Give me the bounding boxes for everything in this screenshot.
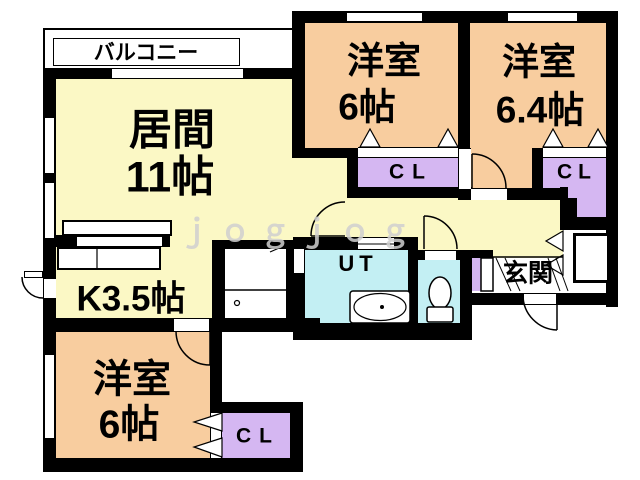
toilet-door-gap [424, 251, 457, 260]
window-living-left-2 [44, 183, 55, 238]
window-bedroom-top-center [347, 12, 422, 22]
kitchen-pass-through [77, 237, 162, 246]
wall-bedroomtop-left [292, 11, 305, 158]
washer-space [223, 247, 288, 320]
wall-bottom-outer [43, 458, 303, 472]
bedroom-bottom-left-name: 洋室 [92, 358, 172, 402]
kitchen-exterior-door-gap [44, 278, 56, 299]
wall-closet-mid-left [347, 148, 358, 198]
watermark-text: ｊｏｇｊｏｇ [180, 215, 420, 248]
living-room-name: 居間 [129, 106, 215, 155]
living-room-size: 11帖 [125, 153, 215, 202]
closet-bottom-floor [222, 413, 290, 458]
bedroom-top-right-name: 洋室 [502, 41, 576, 83]
wall-entrance-top [472, 250, 493, 258]
bedroom-top-center-name: 洋室 [347, 40, 421, 82]
bedroom-top-center-size: 6帖 [338, 86, 396, 128]
wall-closet-right-left [532, 148, 543, 188]
window-bedroom-bottom-left [44, 355, 55, 438]
entrance-side-shelf [470, 258, 481, 291]
entrance-door-gap [523, 294, 557, 304]
bedroom-top-center-floor [305, 23, 458, 148]
utility-label: UT [338, 251, 378, 276]
wall-wet-block-bottom [293, 323, 472, 340]
closet-bottom-opening [210, 413, 222, 458]
bedroom-bottom-left-size: 6帖 [98, 403, 160, 447]
washer-nook-utility-opening [294, 249, 304, 273]
entrance-label: 玄関 [502, 259, 554, 288]
exterior-door-leaf [24, 271, 43, 278]
window-living-balcony [112, 68, 243, 79]
wall-bedroom-bottom-right [210, 332, 222, 413]
wall-hall-east [563, 198, 577, 227]
kitchen-label: K3.5帖 [76, 279, 186, 319]
closet-bottom-label: CL [236, 424, 280, 448]
balcony-label-box [53, 38, 240, 66]
wall-utility-toilet [408, 247, 418, 323]
bedroom-top-right-size: 6.4帖 [495, 89, 585, 131]
window-bedroom-top-right [508, 12, 577, 22]
toilet-floor [418, 260, 460, 323]
wall-closet-bottom-top [222, 402, 303, 413]
closet-top-center-opening [358, 147, 458, 158]
closet-top-right-label: CL [557, 160, 597, 184]
wall-hall-top [347, 187, 472, 198]
bedroom-bottom-door-gap [173, 319, 210, 331]
shoe-cabinet [573, 233, 610, 283]
bedroom64-door-gap [470, 189, 508, 200]
hall-floor-east [472, 198, 563, 258]
closet-top-center-floor [358, 157, 458, 188]
closet-top-right-opening [543, 147, 606, 158]
living-room-floor [56, 79, 292, 247]
kitchen-counter [57, 247, 161, 270]
bedroom-top-doorway [459, 148, 471, 190]
window-living-left-1 [44, 118, 55, 173]
kitchen-upper-counter [62, 220, 172, 236]
closet-top-right-floor-upper [543, 157, 606, 188]
closet-top-center-label: CL [389, 160, 433, 184]
kitchen-exterior-door-arc [21, 276, 44, 299]
balcony-label: バルコニー [93, 41, 199, 65]
wall-closet-bottom-right [290, 402, 303, 472]
wall-under-bedroom-top [292, 148, 358, 158]
